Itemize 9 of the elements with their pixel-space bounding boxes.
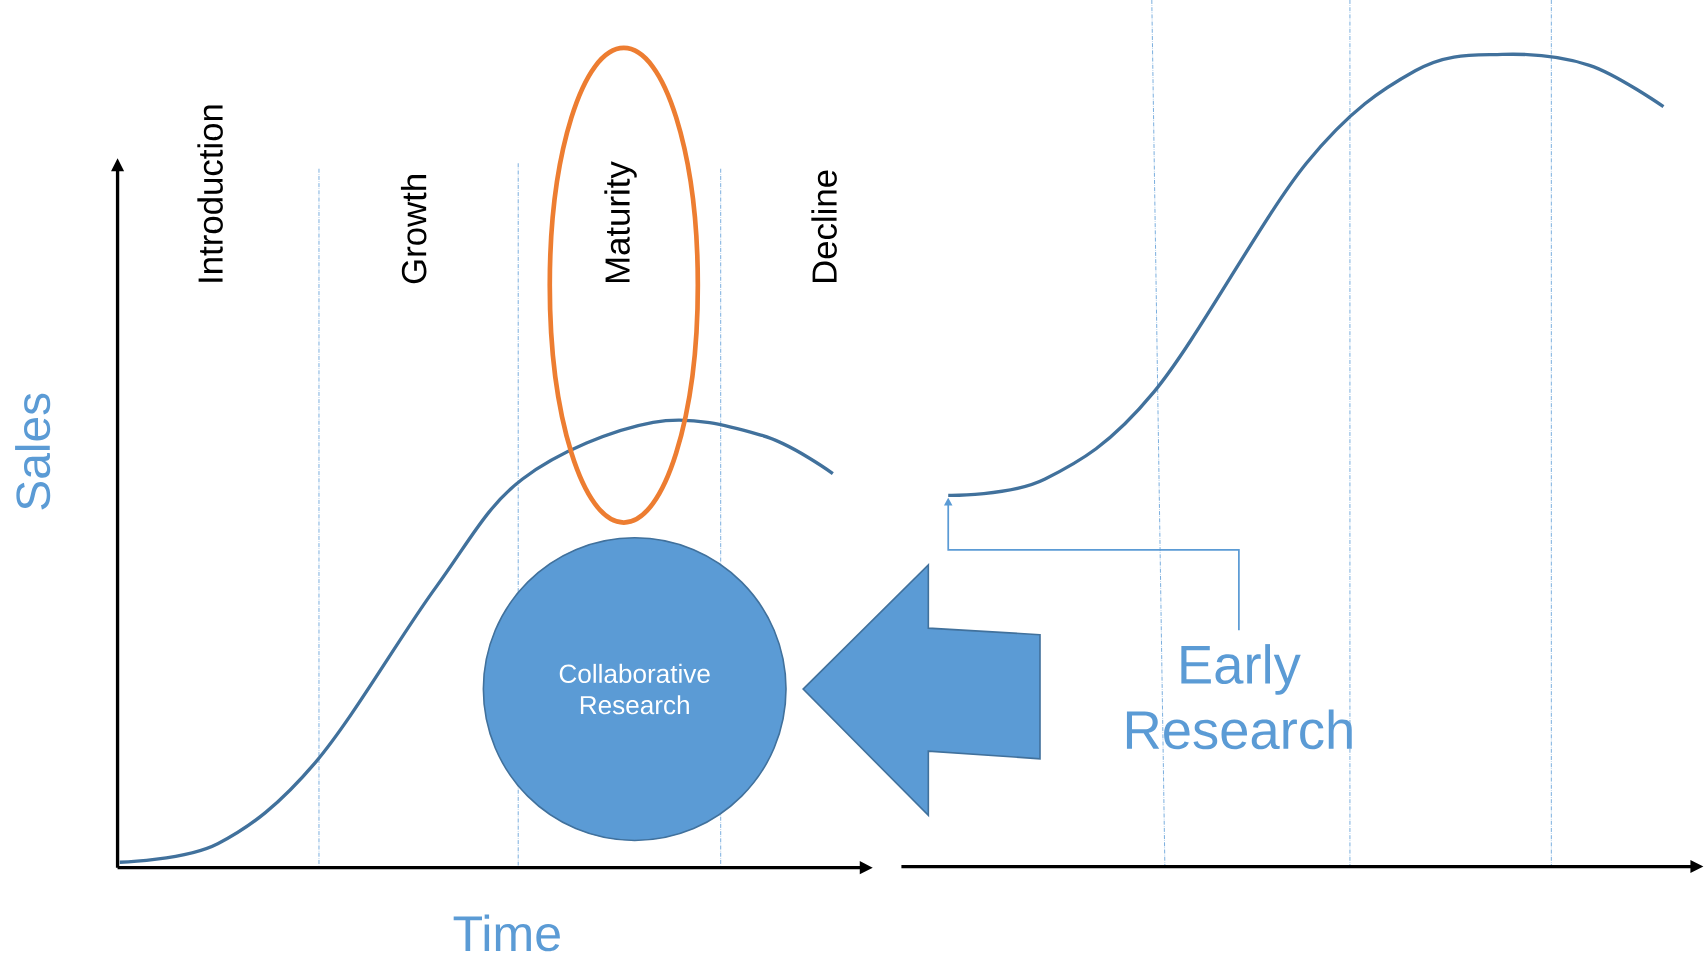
- axis-label: Time: [453, 914, 560, 952]
- axis-label: Sales: [15, 393, 51, 510]
- block-arrow: [802, 562, 1041, 818]
- stage-label: Maturity: [604, 161, 637, 282]
- highlight-ellipse: [547, 45, 701, 525]
- research-label: Early Research: [1126, 643, 1352, 750]
- stage-label: Decline: [811, 170, 837, 282]
- stage-label: Introduction: [197, 105, 223, 282]
- stage-label: Growth: [400, 174, 427, 284]
